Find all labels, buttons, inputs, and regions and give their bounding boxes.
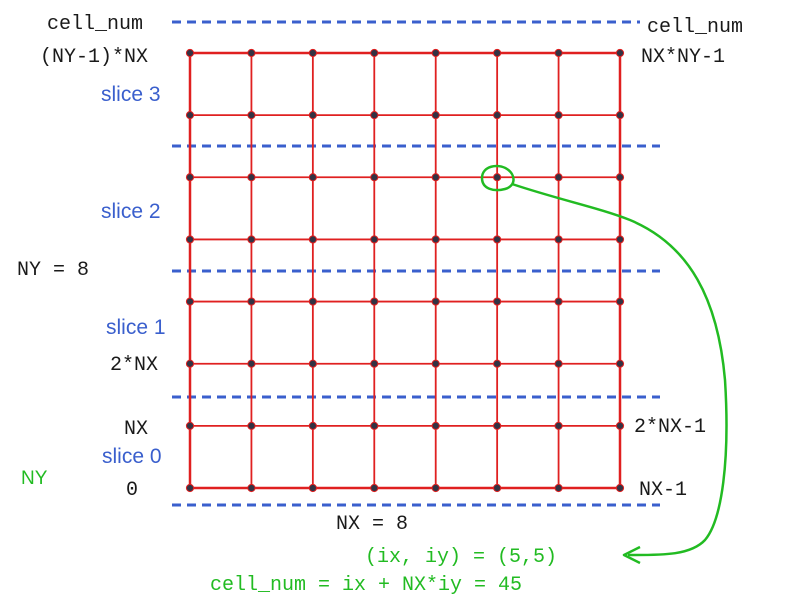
grid-node <box>493 111 502 120</box>
grid-node <box>308 173 317 182</box>
grid-node <box>247 173 256 182</box>
grid-node <box>615 48 625 58</box>
grid-node <box>431 421 440 430</box>
grid-node <box>431 483 440 493</box>
grid-node <box>185 359 195 368</box>
grid-node <box>431 173 440 182</box>
grid-node <box>308 48 317 58</box>
grid-node <box>247 111 256 120</box>
grid-node <box>247 235 256 244</box>
grid-lines <box>188 51 622 490</box>
grid-node <box>308 483 317 493</box>
highlight-annotation <box>480 164 728 565</box>
grid-node <box>185 297 195 306</box>
highlight-arrow-curve <box>511 182 728 557</box>
grid-node <box>370 235 379 244</box>
label-two-nx: 2*NX <box>110 354 158 377</box>
label-ix-iy: (ix, iy) = (5,5) <box>365 546 557 569</box>
grid-node <box>370 173 379 182</box>
grid-node <box>185 48 195 58</box>
grid-node <box>554 48 563 58</box>
grid-node <box>431 111 440 120</box>
highlight-arrow-head <box>622 545 641 565</box>
grid-node <box>554 297 563 306</box>
grid-node <box>185 173 195 182</box>
grid-node <box>615 483 625 493</box>
label-top-left-index: (NY-1)*NX <box>40 46 148 69</box>
label-ny-eq: NY = 8 <box>17 259 89 282</box>
grid-node <box>615 111 625 120</box>
label-two-nx-minus-one: 2*NX-1 <box>634 416 706 439</box>
grid-node <box>554 359 563 368</box>
grid-node <box>247 421 256 430</box>
grid-node <box>247 297 256 306</box>
grid-node <box>308 421 317 430</box>
label-formula: cell_num = ix + NX*iy = 45 <box>210 574 522 597</box>
label-slice-0: slice 0 <box>102 445 162 468</box>
label-ny-green: NY <box>21 468 48 489</box>
grid-node <box>615 359 625 368</box>
grid-node <box>615 173 625 182</box>
label-nx-left: NX <box>124 418 148 441</box>
grid-node <box>431 235 440 244</box>
grid-node <box>554 235 563 244</box>
grid-node <box>308 235 317 244</box>
label-zero: 0 <box>126 479 138 502</box>
grid-node <box>615 297 625 306</box>
grid-node <box>370 297 379 306</box>
grid-node <box>554 111 563 120</box>
slice-dividers <box>172 20 660 507</box>
label-slice-1: slice 1 <box>106 316 166 339</box>
grid-node <box>185 235 195 244</box>
grid-node <box>370 359 379 368</box>
grid-node <box>185 421 195 430</box>
grid-node <box>615 235 625 244</box>
grid-node <box>554 421 563 430</box>
grid-node <box>308 359 317 368</box>
grid-node <box>431 48 440 58</box>
grid-node <box>185 111 195 120</box>
highlight-circle <box>480 164 515 192</box>
grid-node <box>493 235 502 244</box>
grid-node <box>370 48 379 58</box>
grid-node <box>431 359 440 368</box>
grid-node <box>247 483 256 493</box>
grid-node <box>370 111 379 120</box>
grid-node <box>493 421 502 430</box>
label-cell-num-right: cell_num <box>647 16 743 39</box>
grid-node <box>493 173 502 182</box>
grid-node <box>615 421 625 430</box>
grid-node <box>493 359 502 368</box>
grid-node <box>308 111 317 120</box>
grid-node <box>247 359 256 368</box>
label-top-right-index: NX*NY-1 <box>641 46 725 69</box>
grid-node <box>493 483 502 493</box>
grid-nodes <box>185 48 625 493</box>
grid-node <box>493 297 502 306</box>
grid-node <box>431 297 440 306</box>
label-cell-num-left: cell_num <box>47 13 143 36</box>
label-nx-eq: NX = 8 <box>336 513 408 536</box>
label-nx-minus-one: NX-1 <box>639 479 687 502</box>
label-slice-3: slice 3 <box>101 83 161 106</box>
grid-node <box>247 48 256 58</box>
grid-node <box>185 483 195 493</box>
grid-node <box>554 483 563 493</box>
label-slice-2: slice 2 <box>101 200 161 223</box>
grid-node <box>493 48 502 58</box>
grid-node <box>370 483 379 493</box>
grid-node <box>308 297 317 306</box>
grid-node <box>554 173 563 182</box>
grid-node <box>370 421 379 430</box>
